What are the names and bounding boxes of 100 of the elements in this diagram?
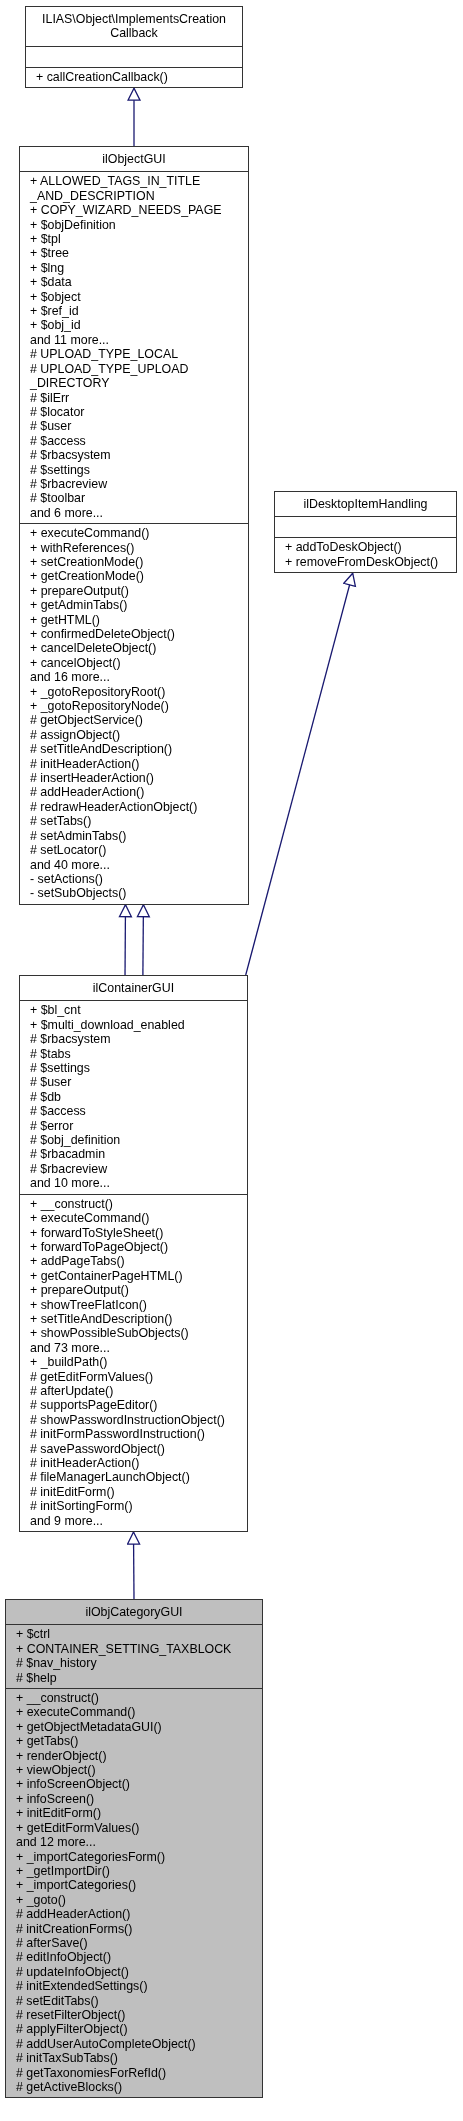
attribute-entry: # $settings [30,462,91,477]
method-entry: + _importCategories() [16,1878,138,1893]
method-entry: # showPasswordInstructionObject() [30,1412,226,1428]
attribute-entry: and 6 more... [30,505,104,521]
attribute-entry: # $user [30,419,73,434]
method-entry: + renderObject() [16,1748,108,1764]
method-entry: # supportsPageEditor() [30,1398,159,1413]
method-entry: + showTreeFlatIcon() [30,1297,148,1312]
attribute-entry: # $rbacsystem [30,1032,112,1047]
method-entry: + executeCommand() [30,526,151,541]
method-entry: # getTaxonomiesForRefId() [16,2065,168,2080]
method-entry: + getEditFormValues() [16,1820,141,1836]
method-entry: + getHTML() [30,612,101,627]
attribute-entry: + $ctrl [16,1627,52,1642]
method-entry: + withReferences() [30,540,136,555]
attribute-entry: and 11 more... [30,332,110,348]
method-entry: + _gotoRepositoryNode() [30,699,170,714]
attribute-entry: # $nav_history [16,1656,98,1671]
attribute-entry: # $db [30,1089,62,1105]
method-entry: # initFormPasswordInstruction() [30,1427,206,1442]
method-entry: # initTaxSubTabs() [16,2051,119,2066]
method-entry: + __construct() [16,1691,100,1706]
method-entry: # initEditForm() [30,1484,116,1500]
inheritance-arrow [245,572,357,976]
method-entry: # savePasswordObject() [30,1441,166,1456]
method-entry: # initHeaderAction() [30,1456,141,1471]
attribute-entry: # $error [30,1118,75,1134]
method-entry: + _importCategoriesForm() [16,1849,167,1864]
inheritance-arrow [126,1531,141,1600]
method-entry: + showPossibleSubObjects() [30,1326,190,1341]
method-entry: + initEditForm() [16,1806,103,1821]
method-entry: # addHeaderAction() [16,1907,132,1922]
method-entry: + confirmedDeleteObject() [30,627,176,642]
method-entry: # fileManagerLaunchObject() [30,1470,191,1485]
method-entry: # setLocator() [30,843,108,858]
attribute-entry: + $ref_id [30,304,80,319]
method-entry: # setTitleAndDescription() [30,742,174,757]
class-name: ilObjCategoryGUI [84,1604,184,1621]
attribute-entry: # $access [30,1104,87,1119]
method-entry: # setEditTabs() [16,1993,100,2008]
attribute-entry: # $settings [30,1061,91,1076]
method-entry: + cancelObject() [30,655,122,671]
attribute-entry: + $multi_download_enabled [30,1017,186,1033]
method-entry: # initExtendedSettings() [16,1979,149,1994]
attribute-entry: + $tree [30,246,70,261]
method-entry: # updateInfoObject() [16,1964,130,1980]
class-name: ilContainerGUI [91,980,176,997]
method-entry: # afterSave() [16,1935,88,1951]
attribute-entry: and 10 more... [30,1176,111,1191]
attribute-entry: # UPLOAD_TYPE_UPLOAD _DIRECTORY [30,361,190,391]
attribute-entry: # $rbacreview [30,1161,109,1177]
attribute-entry: + $bl_cnt [30,1003,82,1018]
attribute-entry: # $user [30,1075,73,1090]
method-entry: # addUserAutoCompleteObject() [16,2036,197,2052]
class-name: ilDesktopItemHandling [302,496,429,513]
method-entry: # getActiveBlocks() [16,2080,124,2095]
attribute-entry: # $rbacadmin [30,1147,107,1162]
method-entry: - setActions() [30,871,104,887]
method-entry: and 16 more... [30,670,111,685]
method-entry: + _gotoRepositoryRoot() [30,684,167,700]
method-entry: # getObjectService() [30,713,144,728]
method-entry: + _getImportDir() [16,1863,110,1879]
method-entry: and 73 more... [30,1340,111,1356]
attribute-entry: # $help [16,1670,58,1686]
method-entry: + forwardToStyleSheet() [30,1225,165,1240]
attribute-entry: # $tabs [30,1046,72,1062]
method-entry: # initCreationForms() [16,1921,134,1936]
attribute-entry: # $locator [30,404,86,420]
method-entry: and 9 more... [30,1513,104,1529]
method-entry: + executeCommand() [16,1705,137,1720]
method-entry: + removeFromDeskObject() [285,554,440,570]
class-name: ILIAS\Object\ImplementsCreation Callback [41,11,227,43]
method-entry: # afterUpdate() [30,1383,114,1399]
method-entry: # redrawHeaderActionObject() [30,799,199,815]
attribute-entry: + $obj_id [30,318,82,333]
class-box [274,491,457,574]
method-entry: + _buildPath() [30,1355,109,1370]
method-entry: + cancelDeleteObject() [30,641,158,656]
attribute-entry: # $ilErr [30,390,71,405]
method-entry: # setTabs() [30,814,93,829]
method-entry: # initSortingForm() [30,1499,134,1514]
class-box [19,146,249,905]
method-entry: # insertHeaderAction() [30,771,155,786]
method-entry: # resetFilterObject() [16,2007,127,2023]
method-entry: + prepareOutput() [30,583,130,599]
attribute-entry: + $data [30,275,73,290]
method-entry: + _goto() [16,1892,67,1908]
method-entry: + getCreationMode() [30,569,145,584]
method-entry: + __construct() [30,1196,114,1212]
method-entry: # initHeaderAction() [30,756,141,772]
attribute-entry: # $rbacsystem [30,448,112,463]
method-entry: # editInfoObject() [16,1950,113,1965]
attribute-entry: # UPLOAD_TYPE_LOCAL [30,347,180,362]
method-entry: + addToDeskObject() [285,540,403,555]
method-entry: + forwardToPageObject() [30,1239,170,1255]
inheritance-arrow [136,904,150,976]
method-entry: # applyFilterObject() [16,2022,129,2037]
attribute-entry: + $object [30,289,82,305]
class-box [5,1599,263,2099]
attribute-entry: + $lng [30,260,66,276]
